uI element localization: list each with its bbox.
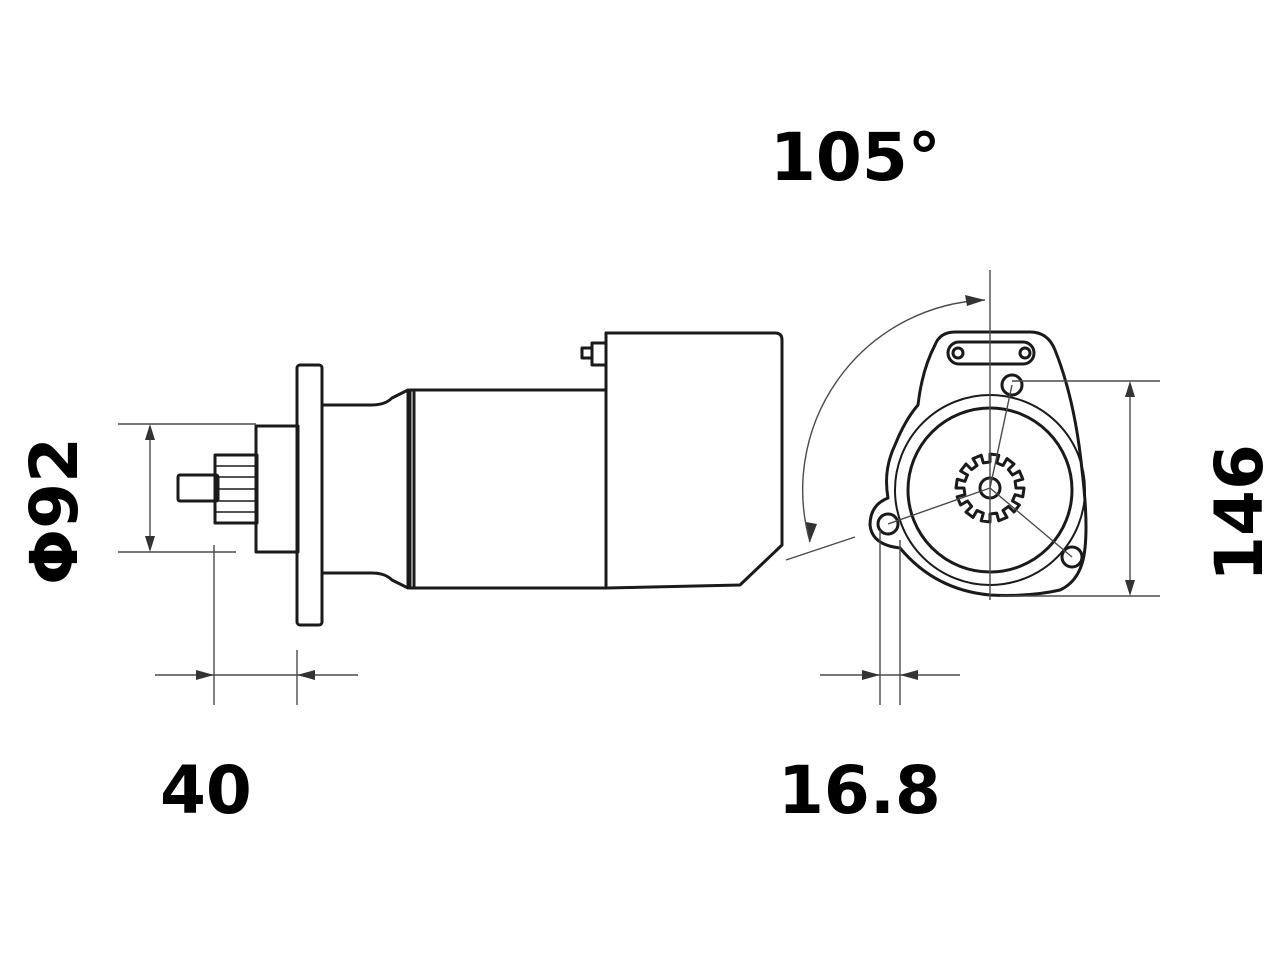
side-view — [176, 331, 784, 627]
diameter-dimension — [118, 423, 256, 553]
pinion-shaft — [176, 473, 220, 503]
end-housing-outline — [868, 330, 1088, 597]
height-dimension — [1000, 380, 1160, 597]
mounting-hole-top — [1000, 373, 1024, 397]
flange-offset-label: 40 — [160, 752, 252, 829]
top-mounting-slot — [946, 340, 1036, 366]
hole-offset-label: 16.8 — [778, 752, 941, 829]
mounting-flange — [295, 363, 324, 627]
pinion-teeth — [214, 465, 258, 513]
angle-dimension — [785, 295, 986, 561]
top-slot-right-hole — [1018, 346, 1032, 360]
pinion-gear-front — [954, 452, 1026, 524]
terminal-base — [590, 341, 608, 367]
flange-offset-dimension — [155, 545, 358, 705]
height-label: 146 — [1201, 444, 1278, 582]
solenoid-housing — [604, 331, 784, 590]
motor-body — [408, 388, 608, 590]
drive-housing — [320, 388, 410, 590]
angle-label: 105° — [770, 119, 941, 196]
mounting-hole-left — [876, 512, 900, 536]
end-view — [868, 270, 1088, 600]
mounting-hole-right — [1060, 545, 1084, 569]
hole-offset-dimension — [820, 530, 960, 705]
top-slot-left-hole — [951, 346, 965, 360]
diameter-label: Φ92 — [16, 437, 93, 585]
nose-boss — [254, 424, 300, 554]
